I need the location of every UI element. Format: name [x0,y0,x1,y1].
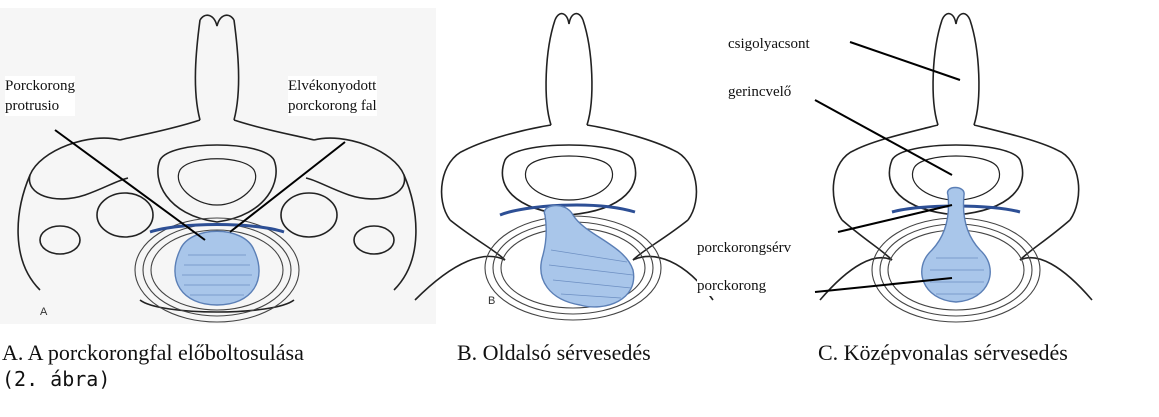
leader-line-bone [850,42,960,80]
caption-b: B. Oldalsó sérvesedés [457,340,651,366]
label-bone: csigolyacsont [728,34,810,54]
leader-line-cord [815,100,952,175]
label-hernia: porckorongsérv [697,238,791,258]
disc-herniation-c [922,188,990,303]
corner-letter-b: B [488,295,495,307]
disc-nucleus-a [175,231,259,305]
caption-a: A. A porckorongfal előboltosulása [2,340,304,366]
label-disc: porckorong [697,276,766,296]
panel-c: csigolyacsont gerincvelő porckorongsérv … [660,0,1159,330]
corner-letter-a: A [40,306,47,318]
label-protrusio: Porckorong protrusio [5,76,75,116]
panel-a: Porckorong protrusio Elvékonyodott porck… [0,0,440,330]
label-cord: gerincvelő [728,82,791,102]
leader-line-hernia [838,205,952,232]
vertebra-illustration-a [0,0,440,330]
caption-c: C. Középvonalas sérvesedés [818,340,1068,366]
label-thinned-wall: Elvékonyodott porckorong fal [288,76,377,116]
caption-a-figure-number: (2. ábra) [2,367,110,391]
disc-herniation-b [541,206,634,307]
